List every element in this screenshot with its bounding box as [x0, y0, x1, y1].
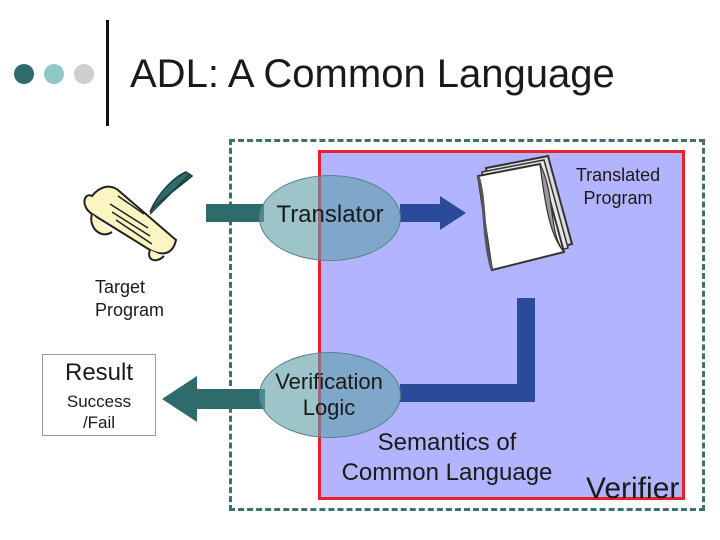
- title-divider: [106, 20, 109, 126]
- notepad-icon: [476, 154, 574, 272]
- bullet-dot-icon: [44, 64, 64, 84]
- target-program-label: Target Program: [95, 276, 164, 322]
- arrow-to-translator-shaft: [206, 204, 264, 222]
- verifier-label: Verifier: [586, 472, 680, 505]
- translated-program-label: Translated Program: [568, 164, 668, 210]
- slide-title: ADL: A Common Language: [130, 52, 615, 96]
- semantics-label: Semantics of Common Language: [324, 428, 570, 488]
- target-program-line-1: Target: [95, 277, 146, 297]
- verification-logic-line-2: Logic: [302, 395, 356, 420]
- result-detail-line-2: /Fail: [82, 413, 116, 432]
- scroll-quill-icon: [83, 171, 194, 262]
- result-detail-line-1: Success: [66, 392, 132, 411]
- target-program-line-2: Program: [95, 300, 165, 320]
- semantics-line-2: Common Language: [341, 459, 553, 486]
- translated-program-line-1: Translated: [575, 165, 661, 185]
- result-title: Result: [64, 359, 134, 386]
- translator-node: [259, 175, 401, 261]
- result-box: Result Success /Fail: [42, 354, 156, 436]
- bullet-dot-icon: [74, 64, 94, 84]
- bullet-dot-icon: [14, 64, 34, 84]
- verification-logic-line-1: Verification: [275, 369, 383, 394]
- system-boundary: [229, 139, 705, 511]
- semantics-line-1: Semantics of: [377, 429, 517, 456]
- verification-logic-label: Verification Logic: [259, 369, 399, 421]
- arrow-to-notepad-head: [440, 196, 466, 230]
- arrow-to-notepad-shaft: [400, 204, 442, 222]
- elbow-vertical: [517, 298, 535, 400]
- elbow-horizontal: [400, 384, 535, 402]
- arrow-to-result-head: [162, 376, 197, 422]
- arrow-to-result-shaft: [195, 389, 265, 409]
- translated-program-line-2: Program: [583, 188, 653, 208]
- result-detail: Success /Fail: [43, 391, 155, 433]
- verification-logic-node: [259, 352, 401, 438]
- translator-label: Translator: [276, 201, 384, 228]
